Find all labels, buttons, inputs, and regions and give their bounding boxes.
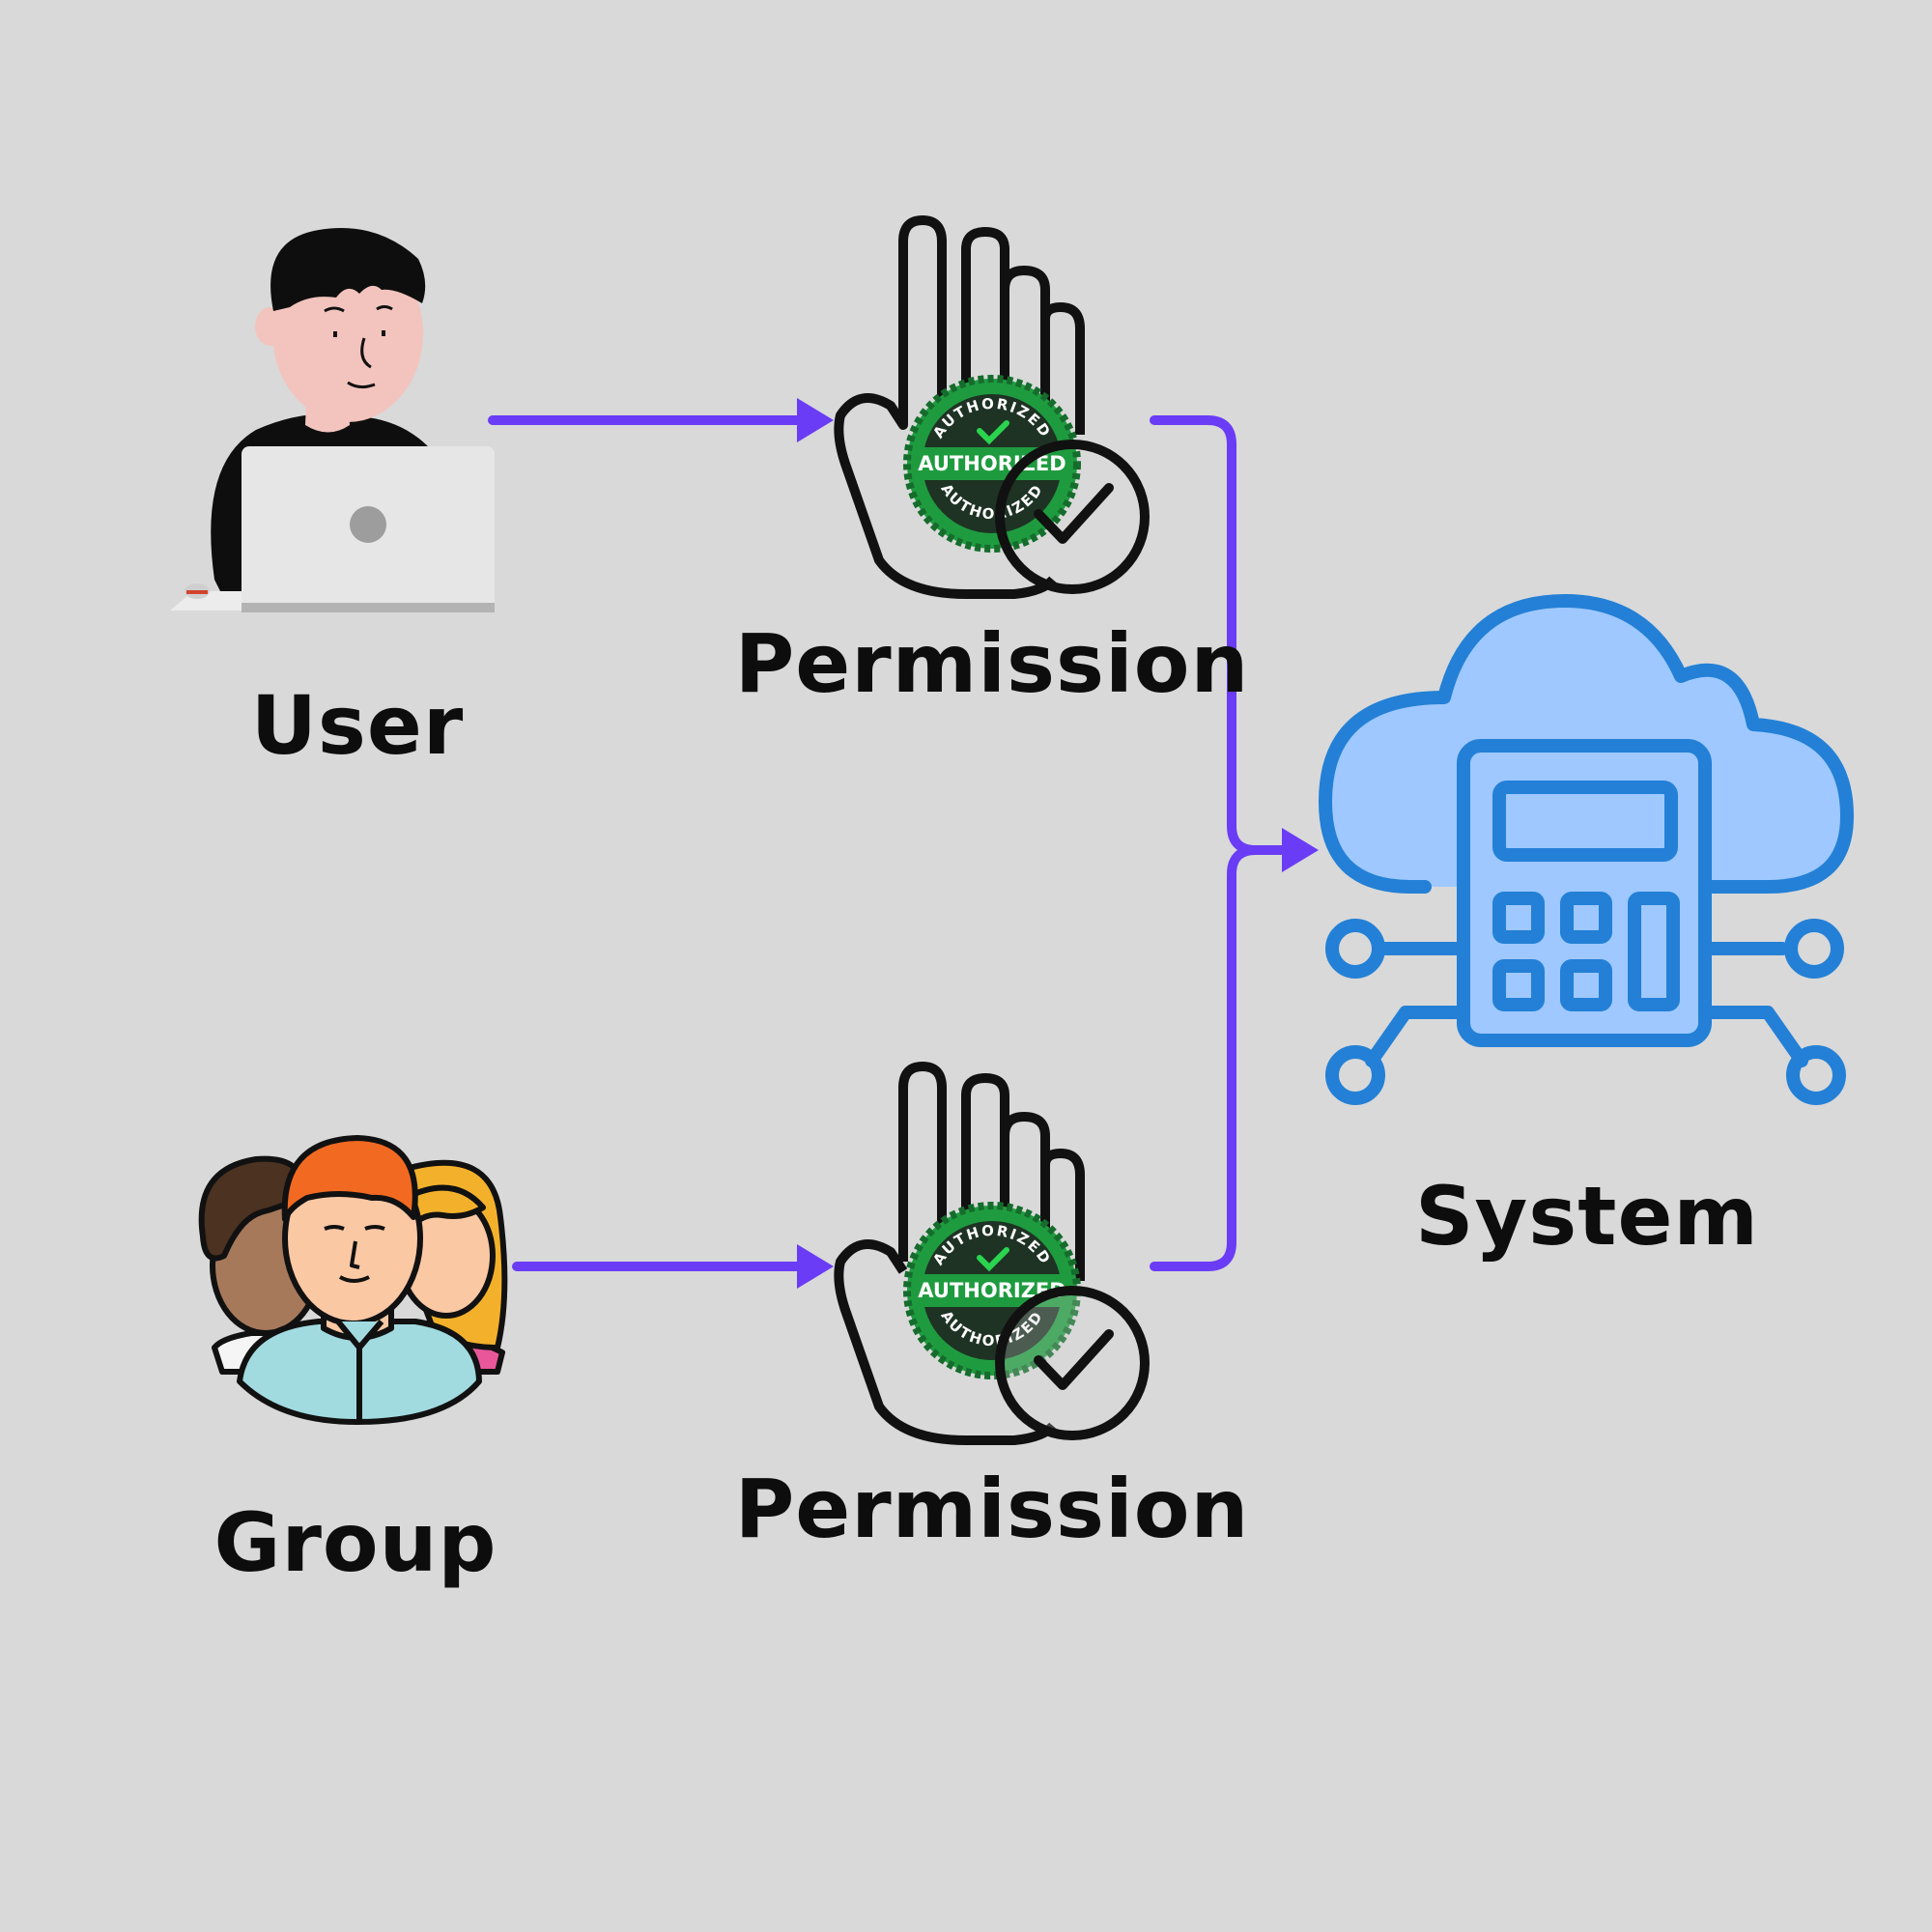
stamp-label-top: AUTHORIZED xyxy=(918,452,1065,475)
check-circle-icon-bottom xyxy=(995,1286,1150,1440)
check-circle-icon-top xyxy=(995,440,1150,594)
cloud-calculator-icon xyxy=(1319,594,1854,1105)
arrowhead-system xyxy=(1282,828,1319,872)
calculator-screen xyxy=(1492,781,1678,862)
group-label: Group xyxy=(213,1495,497,1590)
permission-hand-icon-bottom xyxy=(834,1061,1085,1445)
arrowhead-user xyxy=(797,398,834,442)
connector-bottom-permission-to-system xyxy=(1150,845,1261,1271)
permission-hand-icon-top: AUTHORIZED AUTHORIZED AUTHORIZED xyxy=(834,214,1150,599)
connectors xyxy=(488,415,1290,1271)
authorized-stamp-bottom: AUTHORIZED AUTHORIZED AUTHORIZED xyxy=(903,1202,1081,1379)
user-label: User xyxy=(250,678,465,773)
group-icon xyxy=(198,1135,508,1425)
authorized-stamp-top: AUTHORIZED AUTHORIZED AUTHORIZED xyxy=(903,375,1081,553)
system-label: System xyxy=(1415,1169,1759,1264)
arrowhead-group xyxy=(797,1244,834,1289)
arrowheads xyxy=(797,398,1319,1289)
permission-label-bottom: Permission xyxy=(734,1462,1250,1556)
user-icon xyxy=(170,228,495,612)
permission-label-top: Permission xyxy=(734,616,1250,711)
